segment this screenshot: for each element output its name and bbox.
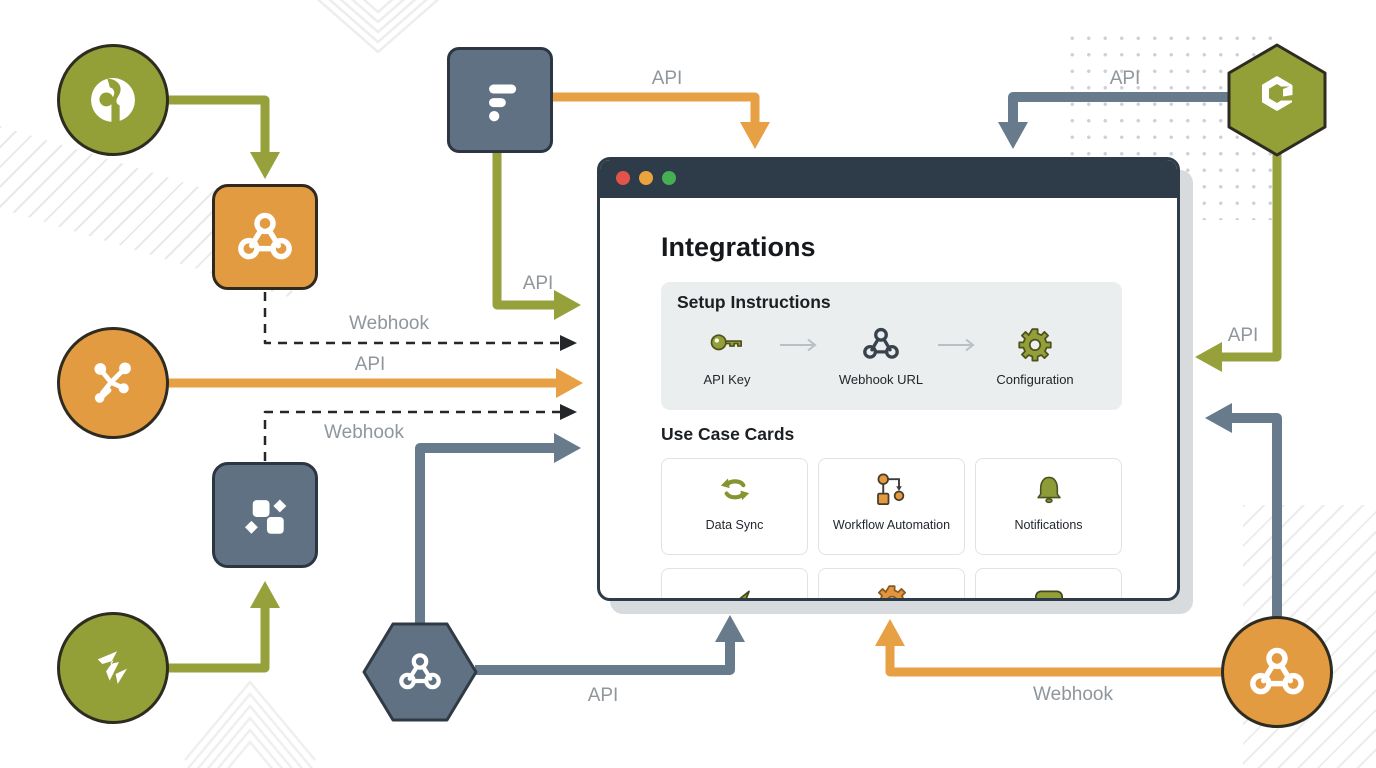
node-form-app (447, 47, 553, 153)
node-g-hexagon (1225, 41, 1329, 159)
setup-step-configuration: Configuration (970, 322, 1100, 387)
gear-icon (970, 322, 1100, 366)
paper-plane-icon (662, 569, 807, 598)
connector-hex-api-top (998, 92, 1230, 149)
connector-label: Webhook (324, 422, 404, 443)
connector-label: Webhook (1033, 684, 1113, 705)
chevron-decoration (184, 680, 316, 768)
node-bird-app (57, 612, 169, 724)
node-webhook-square (212, 184, 318, 290)
connector-label: API (522, 273, 554, 294)
setup-step-label: Webhook URL (838, 372, 924, 387)
right-arrow-icon (938, 338, 975, 352)
connector-label: API (1109, 68, 1141, 89)
gear-icon (819, 569, 964, 598)
webhook-icon (399, 653, 441, 690)
close-button[interactable] (616, 171, 630, 185)
connector-swirl-to-square (168, 95, 280, 179)
use-case-card-workflow-automation[interactable]: Workflow Automation (818, 458, 965, 555)
setup-heading: Setup Instructions (677, 292, 831, 312)
connector-label: Webhook (349, 313, 429, 334)
mail-icon (976, 569, 1121, 598)
node-webhook-circle (1221, 616, 1333, 728)
use-case-card-data-sync[interactable]: Data Sync (661, 458, 808, 555)
zoom-button[interactable] (662, 171, 676, 185)
window-title: Integrations (661, 232, 816, 262)
node-network-app (57, 327, 169, 439)
use-case-label: Notifications (1014, 518, 1083, 532)
use-case-card-partial[interactable] (818, 568, 965, 598)
setup-step-label: API Key (703, 372, 751, 387)
connector-circle-side (1205, 403, 1282, 618)
use-case-card-notifications[interactable]: Notifications (975, 458, 1122, 555)
bell-icon (976, 459, 1121, 517)
webhook-icon (1250, 647, 1304, 695)
setup-step-label: Configuration (996, 372, 1074, 387)
connector-label: API (587, 685, 619, 706)
use-case-heading: Use Case Cards (661, 424, 795, 444)
use-case-label: Data Sync (705, 518, 764, 532)
key-icon (662, 322, 792, 366)
webhook-icon (816, 322, 946, 366)
setup-step-webhook-url: Webhook URL (816, 322, 946, 387)
chevron-decoration (316, 0, 440, 54)
minimize-button[interactable] (639, 171, 653, 185)
app-window: Integrations Setup Instructions API Key (597, 157, 1180, 601)
right-arrow-icon (780, 338, 817, 352)
connector-label: API (354, 354, 386, 375)
connector-bird-to-shapes (168, 581, 280, 673)
use-case-card-partial[interactable] (975, 568, 1122, 598)
use-case-card-partial[interactable] (661, 568, 808, 598)
form-bars-logo-icon (489, 84, 517, 122)
swirl-logo-icon (91, 78, 135, 123)
network-logo-icon (94, 362, 131, 403)
connector-hexagon-api-bottom (475, 615, 745, 675)
webhook-icon (238, 212, 292, 260)
node-webhook-hexagon (360, 620, 480, 724)
sync-icon (662, 459, 807, 517)
window-titlebar (600, 160, 1177, 198)
node-swirl-app (57, 44, 169, 156)
use-case-label: Workflow Automation (832, 518, 951, 532)
connector-label: API (1227, 325, 1259, 346)
connector-label: API (651, 68, 683, 89)
node-shapes-app (212, 462, 318, 568)
connector-hexagon-side (415, 433, 581, 624)
connector-webhook-dashed-2 (263, 404, 577, 461)
shapes-logo-icon (244, 499, 287, 534)
setup-instructions-panel: Setup Instructions API Key (661, 282, 1122, 410)
connector-webhook-bottom (875, 619, 1224, 677)
bird-logo-icon (97, 651, 127, 684)
setup-step-api-key: API Key (662, 322, 792, 387)
flowchart-icon (819, 459, 964, 517)
connector-form-api-top (550, 92, 770, 149)
